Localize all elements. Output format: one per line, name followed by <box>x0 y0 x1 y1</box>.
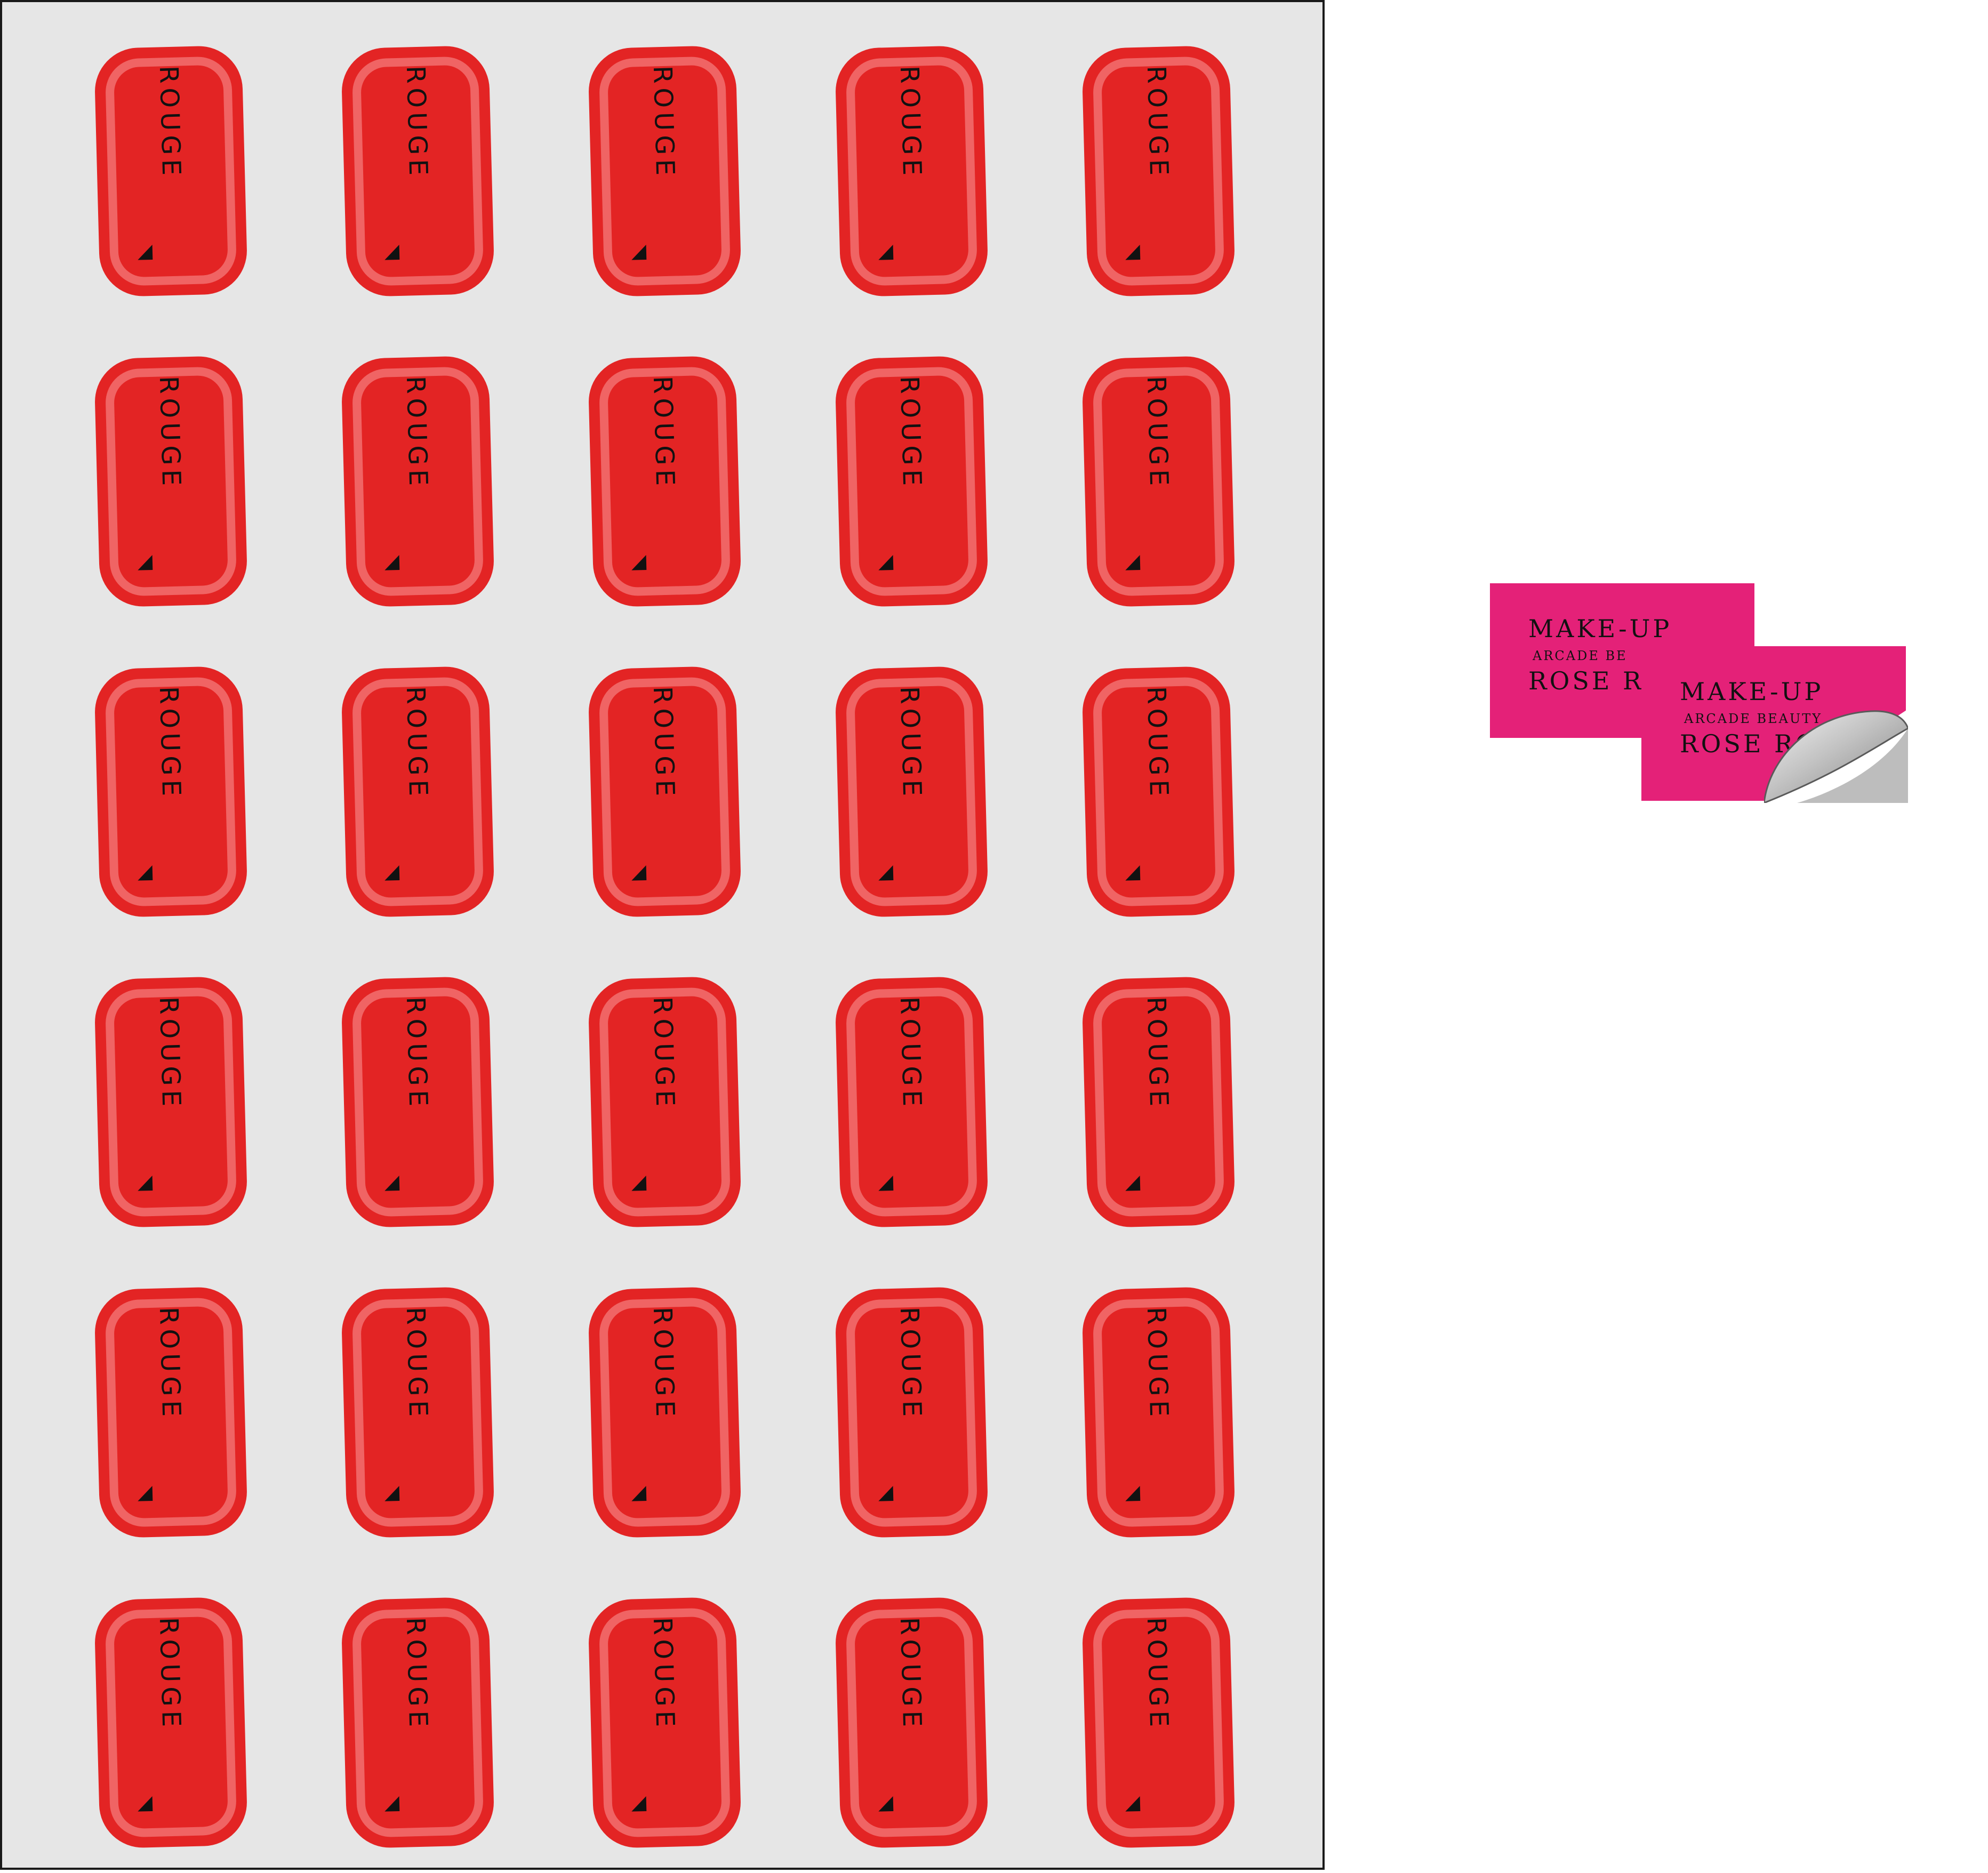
rouge-label: ROUGE <box>340 1596 495 1849</box>
corner-triangle-icon <box>137 1796 153 1812</box>
rouge-label: ROUGE <box>587 1286 742 1539</box>
label-text: ROUGE <box>894 1306 927 1421</box>
label-text: ROUGE <box>400 996 433 1111</box>
corner-triangle-icon <box>1125 554 1141 570</box>
corner-triangle-icon <box>1125 1796 1141 1812</box>
label-text: ROUGE <box>1141 65 1174 180</box>
label-text: ROUGE <box>894 65 927 180</box>
label-text: ROUGE <box>647 375 680 491</box>
corner-triangle-icon <box>878 1175 894 1191</box>
rouge-label: ROUGE <box>340 976 495 1228</box>
rouge-label: ROUGE <box>834 1596 989 1849</box>
rouge-label: ROUGE <box>1081 1286 1236 1539</box>
rouge-label: ROUGE <box>93 355 248 608</box>
rouge-label: ROUGE <box>1081 1596 1236 1849</box>
rouge-label: ROUGE <box>587 45 742 298</box>
corner-triangle-icon <box>878 244 894 260</box>
corner-triangle-icon <box>631 1175 647 1191</box>
rouge-label: ROUGE <box>340 45 495 298</box>
card-brand: ARCADE BEAUTY <box>1684 711 1823 726</box>
rouge-label: ROUGE <box>93 45 248 298</box>
rouge-label: ROUGE <box>1081 45 1236 298</box>
rouge-label: ROUGE <box>340 355 495 608</box>
label-text: ROUGE <box>153 1306 186 1421</box>
corner-triangle-icon <box>1125 865 1141 881</box>
card-brand: ARCADE BE <box>1533 648 1628 663</box>
rouge-label: ROUGE <box>340 1286 495 1539</box>
label-text: ROUGE <box>894 1617 927 1732</box>
label-text: ROUGE <box>647 996 680 1111</box>
label-text: ROUGE <box>647 65 680 180</box>
corner-triangle-icon <box>137 554 153 570</box>
peeling-corner-icon <box>1764 709 1908 803</box>
rouge-label: ROUGE <box>1081 355 1236 608</box>
corner-triangle-icon <box>384 1175 400 1191</box>
label-text: ROUGE <box>1141 375 1174 491</box>
corner-triangle-icon <box>1125 1175 1141 1191</box>
label-text: ROUGE <box>400 686 433 801</box>
corner-triangle-icon <box>631 865 647 881</box>
corner-triangle-icon <box>631 554 647 570</box>
label-text: ROUGE <box>153 686 186 801</box>
rouge-label: ROUGE <box>1081 976 1236 1228</box>
corner-triangle-icon <box>137 244 153 260</box>
label-sheet: ROUGE ROUGE ROUGE ROUGE ROUGE ROUGE ROUGE ROUGE… <box>0 0 1325 1870</box>
corner-triangle-icon <box>137 1485 153 1501</box>
rouge-label: ROUGE <box>834 45 989 298</box>
label-text: ROUGE <box>647 686 680 801</box>
rouge-label: ROUGE <box>1081 665 1236 918</box>
label-text: ROUGE <box>647 1617 680 1732</box>
corner-triangle-icon <box>384 1485 400 1501</box>
corner-triangle-icon <box>631 1796 647 1812</box>
rouge-label: ROUGE <box>587 665 742 918</box>
rouge-label: ROUGE <box>587 1596 742 1849</box>
corner-triangle-icon <box>384 865 400 881</box>
rouge-label: ROUGE <box>93 976 248 1228</box>
card-shade: ROSE R <box>1528 666 1644 695</box>
rouge-label: ROUGE <box>834 665 989 918</box>
corner-triangle-icon <box>878 865 894 881</box>
label-text: ROUGE <box>400 1617 433 1732</box>
rouge-label: ROUGE <box>93 1596 248 1849</box>
corner-triangle-icon <box>137 865 153 881</box>
rouge-label: ROUGE <box>340 665 495 918</box>
label-text: ROUGE <box>400 65 433 180</box>
label-text: ROUGE <box>400 1306 433 1421</box>
corner-triangle-icon <box>878 1796 894 1812</box>
corner-triangle-icon <box>1125 244 1141 260</box>
rouge-label: ROUGE <box>587 355 742 608</box>
label-text: ROUGE <box>894 375 927 491</box>
card-title: MAKE-UP <box>1528 614 1672 643</box>
corner-triangle-icon <box>384 244 400 260</box>
label-text: ROUGE <box>1141 686 1174 801</box>
label-text: ROUGE <box>153 375 186 491</box>
corner-triangle-icon <box>384 554 400 570</box>
label-text: ROUGE <box>894 996 927 1111</box>
corner-triangle-icon <box>631 244 647 260</box>
rouge-label: ROUGE <box>834 355 989 608</box>
label-text: ROUGE <box>894 686 927 801</box>
corner-triangle-icon <box>631 1485 647 1501</box>
label-text: ROUGE <box>153 1617 186 1732</box>
rouge-label: ROUGE <box>587 976 742 1228</box>
corner-triangle-icon <box>384 1796 400 1812</box>
card-title: MAKE-UP <box>1680 677 1824 706</box>
corner-triangle-icon <box>878 1485 894 1501</box>
corner-triangle-icon <box>878 554 894 570</box>
label-text: ROUGE <box>1141 1617 1174 1732</box>
label-text: ROUGE <box>1141 996 1174 1111</box>
rouge-label: ROUGE <box>93 665 248 918</box>
label-text: ROUGE <box>1141 1306 1174 1421</box>
corner-triangle-icon <box>137 1175 153 1191</box>
label-text: ROUGE <box>153 996 186 1111</box>
label-text: ROUGE <box>153 65 186 180</box>
rouge-label: ROUGE <box>93 1286 248 1539</box>
label-text: ROUGE <box>647 1306 680 1421</box>
rouge-label: ROUGE <box>834 976 989 1228</box>
rouge-label: ROUGE <box>834 1286 989 1539</box>
corner-triangle-icon <box>1125 1485 1141 1501</box>
label-text: ROUGE <box>400 375 433 491</box>
